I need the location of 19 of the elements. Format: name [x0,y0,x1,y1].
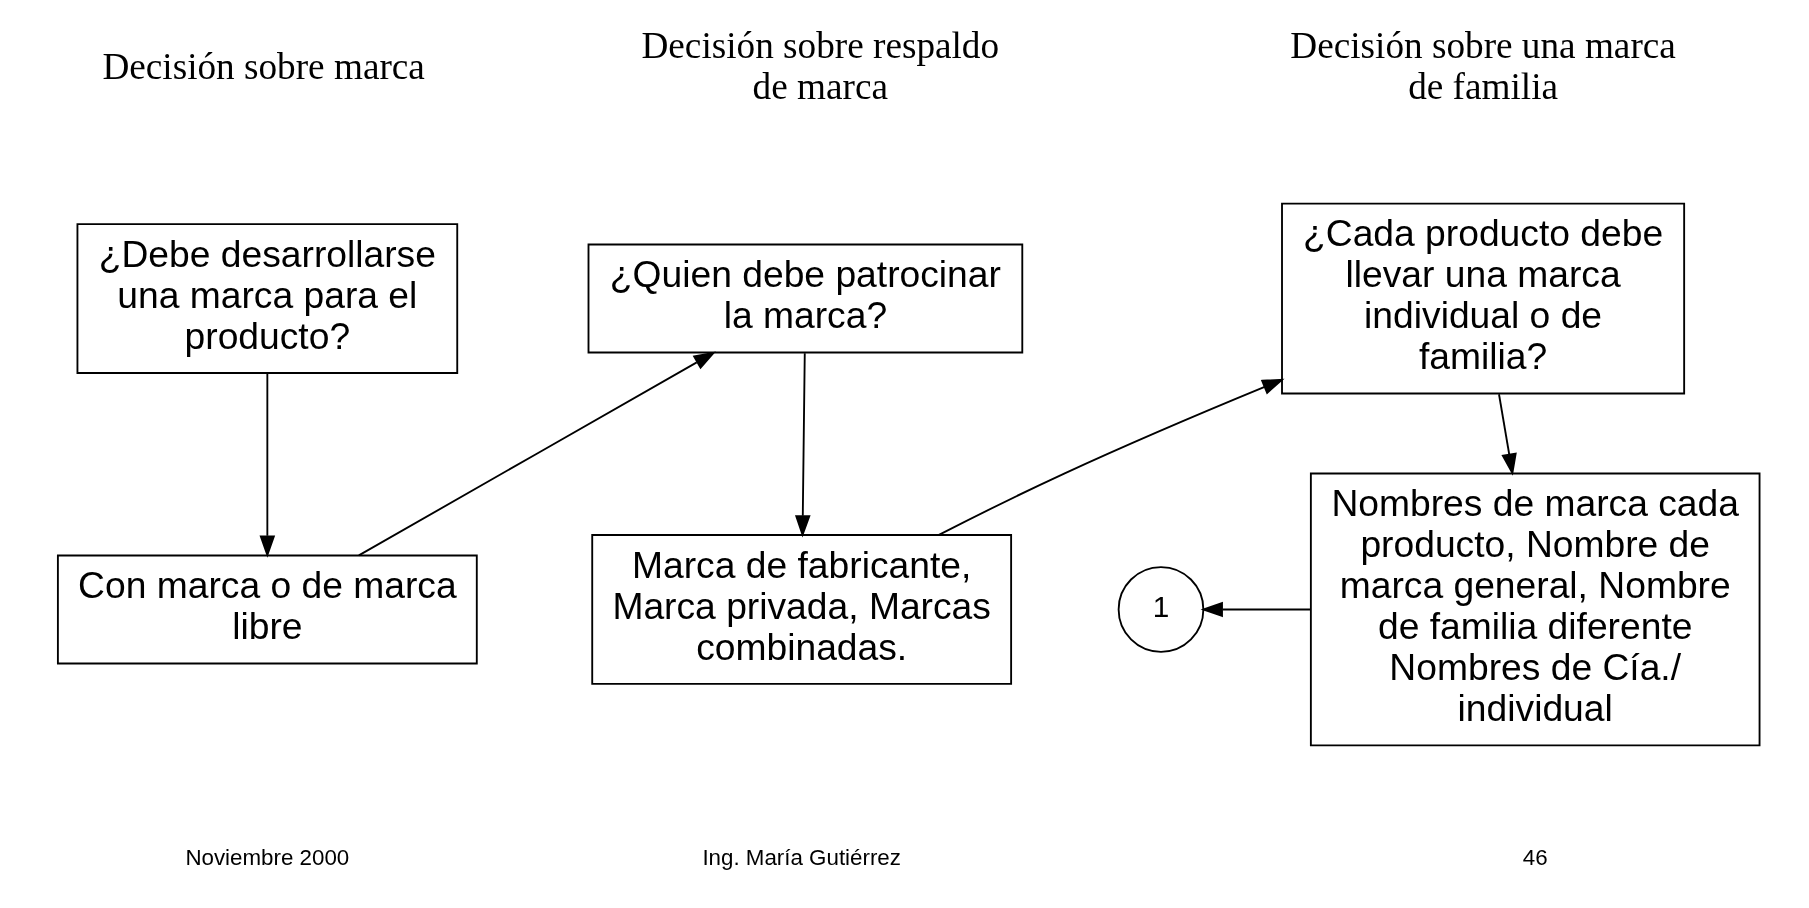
arrow [357,351,716,557]
arrow [937,378,1284,536]
label: Decisión sobre una marca de familia [1289,25,1676,108]
node-box: Marca de fabricante, Marca privada, Marcas combinadas. [590,534,1012,685]
node-box: ¿Debe desarrollarse una marca para el producto? [76,223,458,374]
label: Noviembre 2000 [184,844,349,870]
arrow [1200,601,1311,618]
label: Decisión sobre respaldo de marca [640,25,999,108]
node-box: ¿Quien debe patrocinar la marca? [587,243,1023,354]
arrow [1497,393,1517,476]
label: Ing. María Gutiérrez [701,844,901,870]
arrow [259,372,275,558]
label: 46 [1522,844,1548,870]
node-circle: 1 [1117,566,1204,653]
node-box: ¿Cada producto debe llevar una marca individual o de familia? [1280,202,1685,395]
node-box: Con marca o de marca libre [56,554,478,665]
arrow [794,352,811,538]
node-box: Nombres de marca cada producto, Nombre de marca general, Nombre de familia diferente Nombres de Cía./ individual [1309,472,1760,747]
label: Decisión sobre marca [101,45,425,87]
